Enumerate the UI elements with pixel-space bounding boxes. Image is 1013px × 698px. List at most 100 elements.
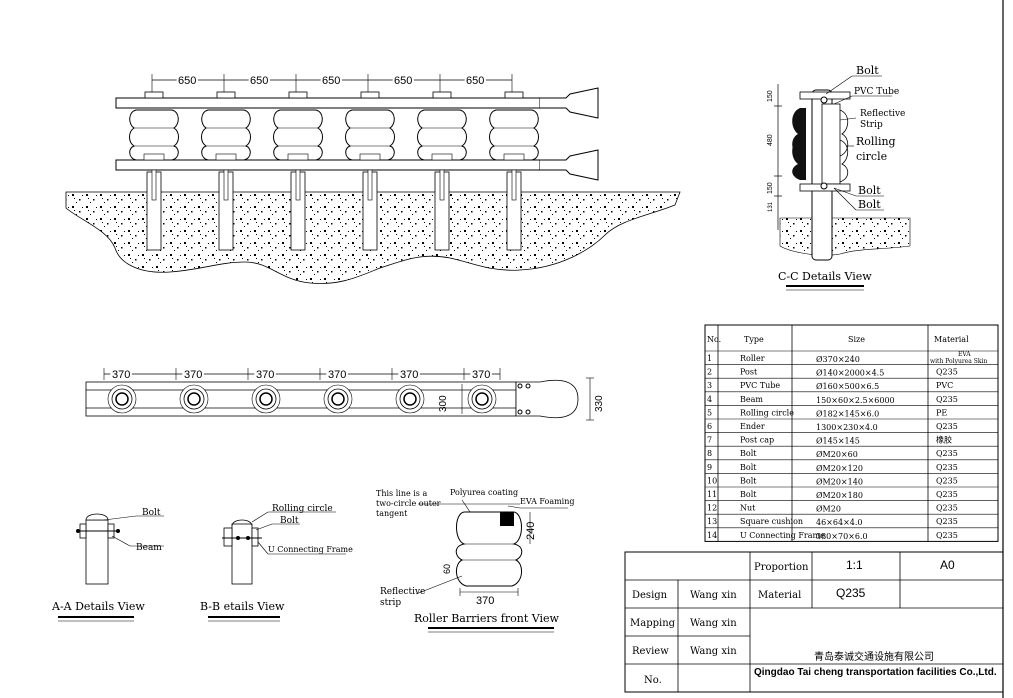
bb-details-view: Rolling circle Bolt U Connecting Frame B… bbox=[200, 504, 353, 622]
bom-size: Ø182×145×6.0 bbox=[816, 409, 879, 418]
bom-material: Q235 bbox=[936, 531, 958, 540]
bom-size: 150×60×2.5×6000 bbox=[816, 396, 895, 405]
bom-size: Ø370×240 bbox=[816, 355, 860, 364]
front-label-reflective: Reflective bbox=[380, 587, 425, 597]
front-label-strip: strip bbox=[380, 598, 401, 608]
bom-material: with Polyurea Skin bbox=[930, 358, 987, 365]
bom-type: Bolt bbox=[740, 463, 757, 472]
bom-header: Material bbox=[934, 335, 969, 344]
bom-material: 橡胶 bbox=[936, 435, 952, 445]
aa-details-view: Bolt Beam A-A Details View bbox=[51, 508, 164, 622]
front-note-1: This line is a bbox=[376, 489, 427, 498]
cc-dim-131: 131 bbox=[768, 201, 774, 212]
lower-ender bbox=[540, 149, 599, 181]
front-label-eva: EVA Foaming bbox=[520, 497, 575, 506]
plan-rollers bbox=[107, 384, 497, 414]
bom-material: Q235 bbox=[936, 517, 958, 526]
tb-proportion-label: Proportion bbox=[754, 562, 809, 573]
bom-no: 6 bbox=[707, 422, 712, 431]
aa-view-title: A-A Details View bbox=[51, 600, 145, 613]
bom-material: Q235 bbox=[936, 395, 958, 404]
roller bbox=[129, 109, 179, 161]
bom-material: Q235 bbox=[936, 422, 958, 431]
cc-dim-150-bottom: 150 bbox=[767, 182, 774, 194]
plan-spacing-label: 370 bbox=[256, 369, 274, 381]
bom-type: Beam bbox=[740, 395, 763, 404]
aa-post bbox=[85, 519, 109, 585]
cc-label-bolt-2: Bolt bbox=[858, 184, 881, 197]
bom-material: Q235 bbox=[936, 368, 958, 377]
bom-size: ØM20×60 bbox=[816, 450, 858, 459]
tb-proportion: 1:1 bbox=[846, 558, 863, 572]
elevation-spacing-label: 650 bbox=[178, 75, 196, 87]
tb-sheet-size: A0 bbox=[940, 558, 955, 572]
bom-type: Bolt bbox=[740, 490, 757, 499]
bb-label-frame: U Connecting Frame bbox=[268, 545, 353, 554]
roller-front-view: This line is a two-circle outer tangent … bbox=[376, 488, 575, 633]
tb-design-label: Design bbox=[632, 590, 668, 601]
tb-mapping-label: Mapping bbox=[630, 618, 676, 629]
plan-spacing-label: 370 bbox=[328, 369, 346, 381]
cc-label-reflective: Reflective bbox=[860, 109, 905, 119]
bom-size: 380×70×6.0 bbox=[816, 532, 868, 541]
bom-no: 8 bbox=[707, 449, 712, 458]
bom-size: 1300×230×4.0 bbox=[816, 423, 878, 432]
tb-company-cn: 青岛泰诚交通设施有限公司 bbox=[814, 650, 934, 663]
bom-material: Q235 bbox=[936, 504, 958, 513]
tb-company-en: Qingdao Tai cheng transportation facilit… bbox=[754, 667, 997, 678]
bom-type: Bolt bbox=[740, 449, 757, 458]
plan-spacing-label: 370 bbox=[184, 369, 202, 381]
front-view-title: Roller Barriers front View bbox=[414, 612, 560, 625]
bom-no: 3 bbox=[707, 381, 712, 390]
plan-ender bbox=[515, 379, 579, 419]
front-label-polyurea: Polyurea coating bbox=[450, 488, 518, 497]
bom-no: 1 bbox=[707, 354, 712, 363]
bom-material: Q235 bbox=[936, 476, 958, 485]
lower-beam bbox=[115, 159, 541, 171]
cc-dim-150-top: 150 bbox=[767, 90, 774, 102]
elevation-spacing-label: 650 bbox=[394, 75, 412, 87]
bom-no: 11 bbox=[707, 490, 717, 499]
tb-material-label: Material bbox=[758, 590, 801, 601]
upper-ender bbox=[540, 87, 599, 119]
bom-material: Q235 bbox=[936, 449, 958, 458]
bom-type: U Connecting Frame bbox=[740, 531, 825, 540]
bb-view-title: B-B etails View bbox=[200, 600, 285, 613]
cc-label-bolt: Bolt bbox=[856, 64, 879, 77]
bom-size: 46×64×4.0 bbox=[816, 518, 863, 527]
front-roller bbox=[455, 511, 523, 587]
bom-type: Square cushion bbox=[740, 517, 803, 526]
bom-material: Q235 bbox=[936, 463, 958, 472]
plan-spacing-label: 370 bbox=[400, 369, 418, 381]
bom-no: 14 bbox=[707, 531, 717, 540]
tb-mapping: Wang xin bbox=[690, 618, 737, 629]
aa-label-bolt: Bolt bbox=[142, 508, 161, 518]
bom-header: Size bbox=[848, 335, 865, 344]
plan-spacing-label: 370 bbox=[112, 369, 130, 381]
bom-size: ØM20×140 bbox=[816, 477, 863, 486]
elevation-spacing-label: 650 bbox=[322, 75, 340, 87]
upper-beam bbox=[115, 97, 541, 109]
plan-dim-330: 330 bbox=[594, 395, 605, 412]
elevation-rollers bbox=[129, 91, 539, 251]
bom-size: Ø160×500×6.5 bbox=[816, 382, 879, 391]
tb-material: Q235 bbox=[836, 586, 866, 600]
bom-size: ØM20×120 bbox=[816, 464, 863, 473]
cc-label-circle: circle bbox=[856, 150, 887, 163]
cc-label-bolt-3: Bolt bbox=[858, 198, 881, 211]
cc-pvc-tube bbox=[821, 103, 841, 185]
bom-size: Ø145×145 bbox=[816, 437, 860, 446]
cc-details-view: 150 480 150 131 Bolt PVC Tube Reflective… bbox=[767, 64, 911, 291]
front-note-2: two-circle outer bbox=[376, 499, 441, 508]
